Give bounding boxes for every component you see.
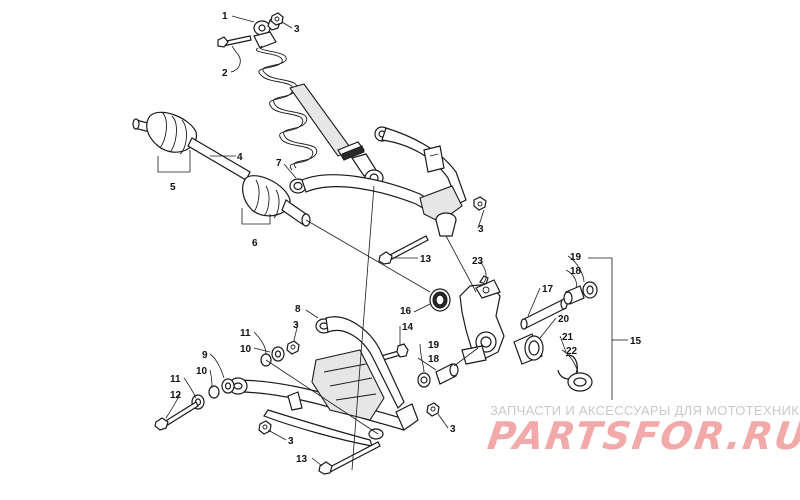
- shock-absorber: [253, 16, 384, 187]
- bolt-13-upper: [378, 235, 429, 265]
- nut-3-mid: [286, 340, 300, 355]
- callout-13: 13: [420, 254, 432, 265]
- callout-20: 20: [558, 314, 570, 325]
- watermark-tagline: ЗАПЧАСТИ И АКСЕССУАРЫ ДЛЯ МОТОТЕХНИКИ: [490, 403, 800, 418]
- callout-7: 7: [276, 158, 282, 169]
- bolt-12: [154, 401, 199, 431]
- callout-3: 3: [450, 424, 456, 435]
- callout-18: 18: [428, 354, 440, 365]
- callout-6: 6: [252, 238, 258, 249]
- nut-3-lower-left: [258, 420, 272, 435]
- washer-10-lower: [208, 385, 220, 399]
- callout-10: 10: [196, 366, 208, 377]
- nut-3-lower-right: [426, 402, 440, 417]
- bushing-18-lower: [435, 363, 459, 385]
- callout-1: 1: [222, 11, 228, 22]
- bushing-18-upper: [563, 285, 585, 305]
- washer-22: [567, 372, 593, 392]
- callout-9: 9: [202, 350, 208, 361]
- callout-10: 10: [240, 344, 252, 355]
- bearing-20: [513, 333, 544, 365]
- callout-11: 11: [170, 374, 181, 385]
- callout-3: 3: [288, 436, 294, 447]
- upper-a-arm: [289, 126, 467, 237]
- washer-10-upper: [271, 346, 285, 362]
- callout-22: 22: [566, 346, 578, 357]
- callout-21: 21: [562, 332, 574, 343]
- callout-labels: 1 2 3 4 5 6 7 3 13 23 19 18 17 8 16 14 1…: [170, 11, 642, 465]
- leader-lines: [157, 15, 628, 467]
- callout-13: 13: [296, 454, 308, 465]
- callout-5: 5: [170, 182, 176, 193]
- callout-11: 11: [240, 328, 251, 339]
- cv-axle: [132, 111, 311, 227]
- callout-15: 15: [630, 336, 642, 347]
- bushing-9: [221, 378, 235, 394]
- callout-18: 18: [570, 266, 582, 277]
- callout-8: 8: [295, 304, 301, 315]
- bolt-2: [217, 35, 252, 48]
- callout-3: 3: [293, 320, 299, 331]
- callout-19: 19: [570, 252, 582, 263]
- lower-a-arm: [228, 316, 419, 447]
- washer-19-upper: [582, 281, 598, 299]
- watermark-brand: PARTSFOR.RU: [484, 414, 800, 458]
- callout-4: 4: [237, 152, 243, 163]
- bolt-13-lower: [318, 441, 381, 475]
- callout-17: 17: [542, 284, 554, 295]
- callout-3: 3: [478, 224, 484, 235]
- assembly-lines: [265, 185, 479, 471]
- callout-19: 19: [428, 340, 440, 351]
- nut-3-upper-right: [473, 196, 487, 211]
- callout-12: 12: [170, 390, 182, 401]
- steering-knuckle: [429, 275, 568, 365]
- callout-23: 23: [472, 256, 484, 267]
- washer-19-lower: [417, 372, 431, 388]
- callout-3: 3: [294, 24, 300, 35]
- callout-14: 14: [402, 322, 414, 333]
- nut-3-top: [270, 12, 284, 26]
- callout-2: 2: [222, 68, 228, 79]
- callout-16: 16: [400, 306, 412, 317]
